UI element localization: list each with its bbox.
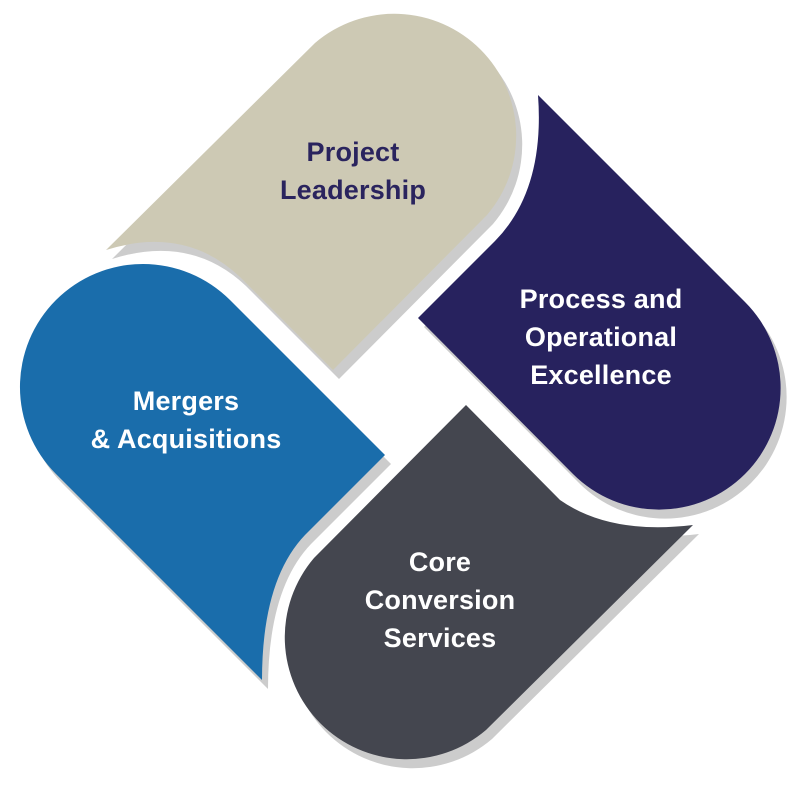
label-core-conversion: Core Conversion Services (365, 543, 516, 657)
label-line: Excellence (530, 360, 672, 390)
segment-mergers-acquisitions (19, 263, 385, 680)
label-mergers-acquisitions: Mergers & Acquisitions (91, 382, 282, 458)
segment-process-excellence (418, 95, 781, 510)
label-line: Conversion (364, 585, 516, 615)
label-line: Leadership (279, 175, 427, 205)
segment-core-conversion (284, 405, 693, 760)
label-line: Operational (524, 322, 678, 352)
segment-project-leadership (106, 13, 517, 370)
label-line: Services (383, 623, 497, 653)
label-line: & Acquisitions (90, 424, 282, 454)
label-line: Mergers (132, 386, 240, 416)
label-line: Core (408, 547, 472, 577)
label-line: Process and (519, 284, 683, 314)
label-process-excellence: Process and Operational Excellence (520, 280, 683, 394)
label-line: Project (306, 137, 400, 167)
label-project-leadership: Project Leadership (280, 133, 426, 209)
